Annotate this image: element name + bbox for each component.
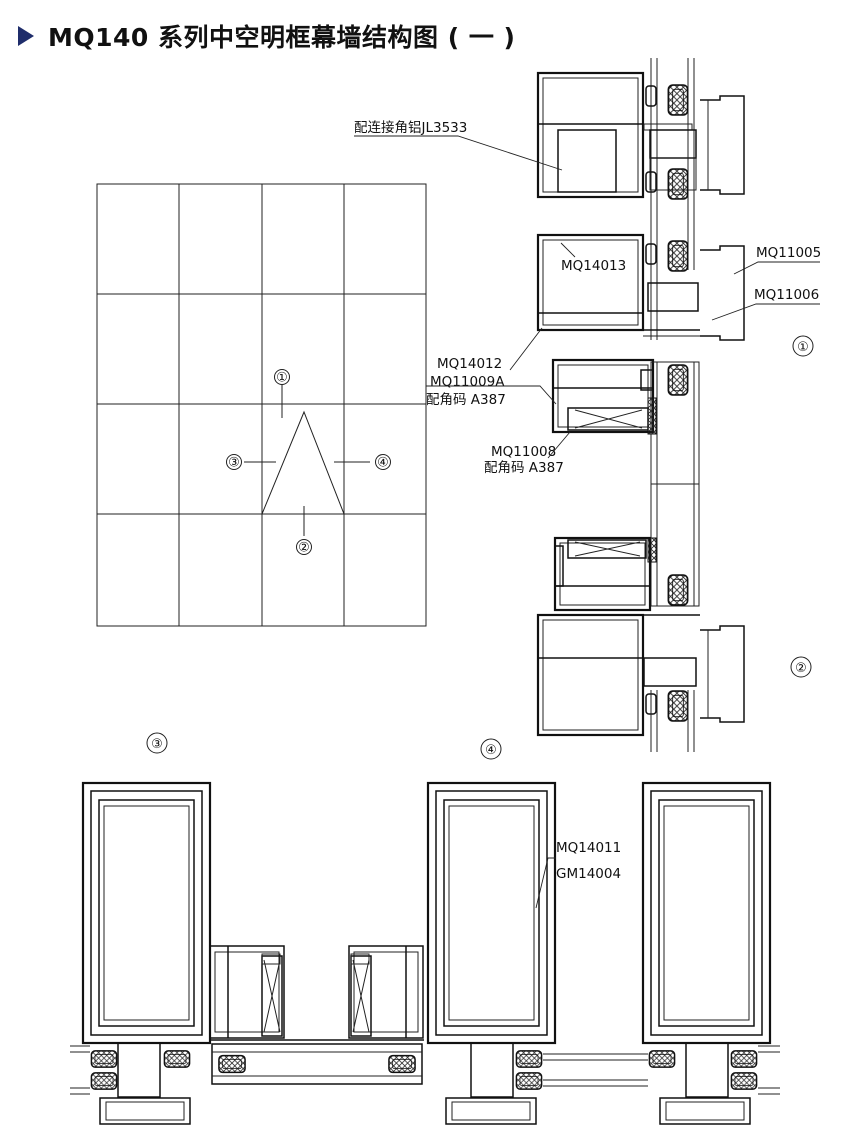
elevation-marker-4: ④ — [375, 454, 391, 471]
svg-text:②: ② — [298, 541, 310, 556]
label-jl3533: 配连接角铝JL3533 — [354, 119, 563, 171]
svg-text:MQ14012: MQ14012 — [437, 356, 502, 372]
svg-text:④: ④ — [377, 456, 389, 471]
vertical-marker-2: ② — [790, 656, 812, 678]
label-mq11006: MQ11006 — [711, 287, 820, 321]
svg-text:MQ11005: MQ11005 — [756, 245, 821, 261]
svg-text:配连接角铝JL3533: 配连接角铝JL3533 — [354, 119, 467, 136]
title-arrow-icon — [18, 26, 34, 46]
horizontal-marker-4: ④ — [480, 738, 502, 760]
elevation-grid — [96, 183, 427, 627]
label-mq14011: MQ14011 — [556, 840, 621, 856]
svg-text:MQ11008: MQ11008 — [491, 444, 556, 460]
page-title: MQ140 系列中空明框幕墙结构图 ( 一 ) — [48, 23, 516, 52]
svg-text:②: ② — [795, 661, 807, 676]
vertical-section-node-1 — [536, 58, 745, 612]
label-mq11009a: MQ11009A — [430, 374, 505, 390]
svg-text:MQ11006: MQ11006 — [754, 287, 819, 303]
horizontal-mullion-left — [81, 781, 212, 1125]
horizontal-marker-3: ③ — [146, 732, 168, 754]
label-mq11008: MQ11008 — [491, 431, 571, 460]
svg-text:GM14004: GM14004 — [556, 866, 621, 882]
svg-text:MQ14013: MQ14013 — [561, 258, 626, 274]
svg-text:MQ11009A: MQ11009A — [430, 374, 505, 390]
elevation-marker-2: ② — [296, 539, 312, 556]
horizontal-mullion-center — [426, 781, 557, 1125]
label-corner-a387-1: 配角码 A387 — [426, 385, 557, 408]
horizontal-frame-mid-left — [209, 945, 285, 1039]
horizontal-glass-lines — [70, 1045, 780, 1095]
svg-text:MQ14011: MQ14011 — [556, 840, 621, 856]
svg-text:④: ④ — [485, 743, 497, 758]
header: MQ140 系列中空明框幕墙结构图 ( 一 ) — [18, 14, 515, 58]
label-mq14013: MQ14013 — [560, 242, 626, 274]
horizontal-glass-strip-mid — [210, 1039, 424, 1085]
label-corner-a387-2: 配角码 A387 — [484, 460, 564, 476]
vertical-section-node-2 — [536, 613, 745, 752]
horizontal-mullion-right — [641, 781, 772, 1125]
svg-text:①: ① — [797, 340, 809, 355]
svg-text:配角码 A387: 配角码 A387 — [426, 392, 506, 408]
label-mq11005: MQ11005 — [733, 245, 821, 275]
svg-text:③: ③ — [228, 456, 240, 471]
label-mq14012: MQ14012 — [437, 327, 543, 372]
svg-text:①: ① — [276, 371, 288, 386]
label-gm14004: GM14004 — [535, 857, 621, 909]
horizontal-section-markers: ③ ④ — [146, 732, 502, 760]
svg-text:配角码 A387: 配角码 A387 — [484, 460, 564, 476]
horizontal-frame-mid-right — [348, 945, 424, 1039]
elevation-marker-1: ① — [274, 369, 290, 386]
svg-text:③: ③ — [151, 737, 163, 752]
elevation-marker-3: ③ — [226, 454, 242, 471]
vertical-marker-1: ① — [792, 335, 814, 357]
